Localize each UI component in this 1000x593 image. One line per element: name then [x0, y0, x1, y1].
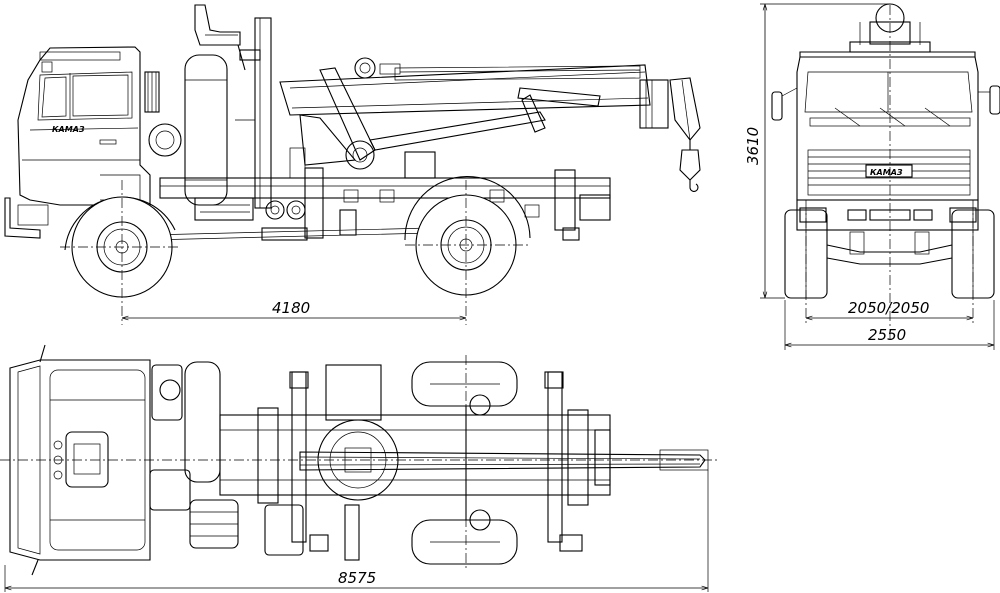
track-dimension: 2050/2050: [848, 299, 929, 317]
length-dimension: 8575: [338, 569, 376, 587]
wheelbase-dimension: 4180: [272, 299, 310, 317]
brand-logo: КАМАЗ: [870, 168, 903, 177]
crane-boom: [279, 57, 701, 192]
height-dimension: 3610: [744, 127, 762, 165]
top-view: 8575: [0, 344, 720, 592]
boom-top: [299, 451, 706, 471]
cab-side: КАМАЗ: [4, 46, 151, 239]
cab-logo-side: КАМАЗ: [52, 125, 85, 134]
width-dimension: 2550: [868, 326, 906, 344]
frame-top: [219, 364, 611, 561]
front-view: КАМАЗ: [744, 3, 1000, 350]
front-axle: [784, 209, 995, 299]
side-view: КАМАЗ: [4, 4, 701, 325]
operator-seat: [194, 4, 246, 71]
rear-wheel-side: [404, 175, 531, 296]
frame-side: [149, 119, 611, 241]
radiator-grille: КАМАЗ: [807, 149, 971, 196]
rear-wheels-top: [411, 361, 518, 565]
